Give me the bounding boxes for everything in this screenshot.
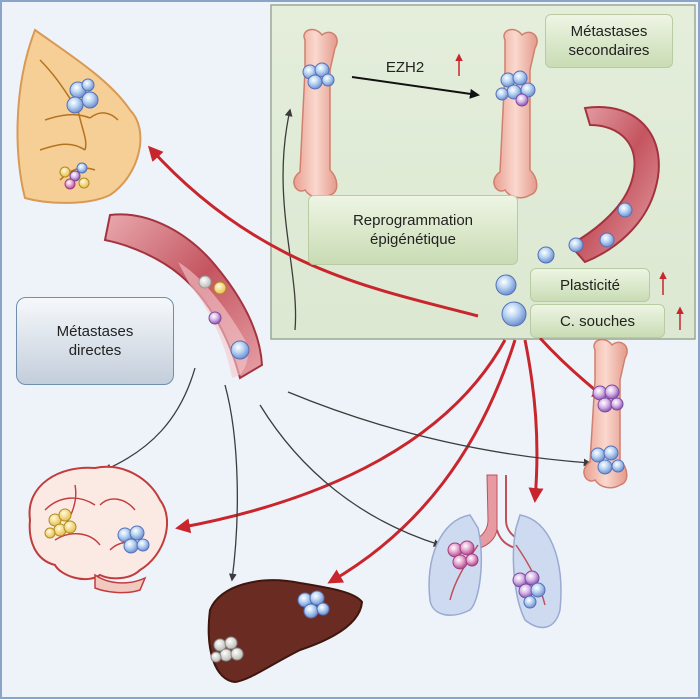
- brain-organ: [28, 465, 169, 594]
- ezh2-arrow: [351, 76, 480, 99]
- circulating-cell: [495, 274, 517, 296]
- stem-cells-label: C. souches: [530, 304, 665, 338]
- grey-arrow-lung: [259, 404, 442, 547]
- red-arrow-lung: [523, 339, 544, 503]
- grey-arrow-bone: [287, 391, 592, 467]
- circulating-cell: [537, 246, 555, 264]
- bone-left: [293, 28, 338, 199]
- grey-arrow-brain: [103, 367, 196, 472]
- primary-vessel: [103, 213, 264, 380]
- red-arrow-breast: [147, 145, 479, 318]
- direct-metastases-label: Métastases directes: [16, 297, 174, 385]
- bone-middle: [493, 28, 538, 199]
- bone-bottom-right: [583, 338, 628, 489]
- plasticity-label: Plasticité: [530, 268, 650, 302]
- circulating-cell: [501, 301, 527, 327]
- liver-organ: [207, 579, 364, 684]
- lungs-organ: [428, 474, 562, 629]
- red-arrow-liver: [327, 339, 517, 584]
- secondary-metastases-label: Métastases secondaires: [545, 14, 673, 68]
- vessel-to-bone-arrow: [282, 108, 297, 331]
- grey-arrow-liver: [224, 384, 238, 582]
- breast-organ: [16, 28, 142, 204]
- epigenetic-reprogramming-label: Reprogrammation épigénétique: [308, 195, 518, 265]
- ezh2-label: EZH2: [385, 58, 425, 76]
- panel-vessel: [568, 105, 660, 264]
- red-arrow-brain: [175, 339, 507, 534]
